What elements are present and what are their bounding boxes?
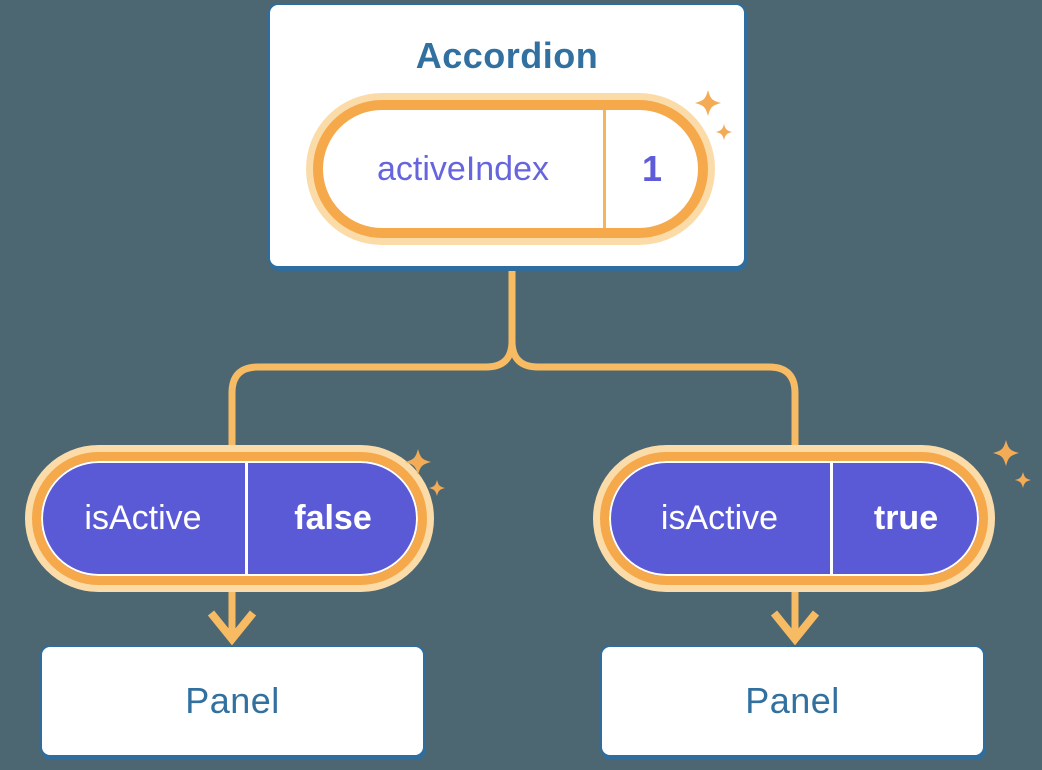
panel-title: Panel	[745, 680, 840, 721]
prop-pill-divider	[830, 461, 833, 576]
panel-card-left: Panel	[40, 645, 425, 757]
prop-pill-isactive-false: isActive false	[32, 452, 427, 585]
sparkle-icon	[428, 479, 446, 497]
prop-pill-label: isActive	[84, 499, 202, 537]
accordion-title: Accordion	[415, 35, 599, 76]
sparkle-icon	[1014, 471, 1032, 489]
state-pill-divider	[603, 110, 606, 228]
sparkle-icon	[993, 440, 1019, 466]
arrow-head-right	[770, 610, 820, 646]
state-pill: activeIndex 1	[313, 100, 708, 238]
panel-title: Panel	[185, 680, 280, 721]
prop-pill-isactive-true: isActive true	[600, 452, 988, 585]
prop-pill-value: false	[294, 499, 372, 537]
state-pill-value: 1	[641, 148, 663, 189]
prop-pill-label: isActive	[660, 499, 779, 537]
accordion-card: Accordion activeIndex 1	[268, 3, 746, 268]
panel-card-right: Panel	[600, 645, 985, 757]
arrow-head-left	[207, 610, 257, 646]
prop-pill-value: true	[873, 499, 939, 537]
state-pill-label: activeIndex	[377, 149, 549, 188]
sparkle-icon	[405, 449, 431, 475]
